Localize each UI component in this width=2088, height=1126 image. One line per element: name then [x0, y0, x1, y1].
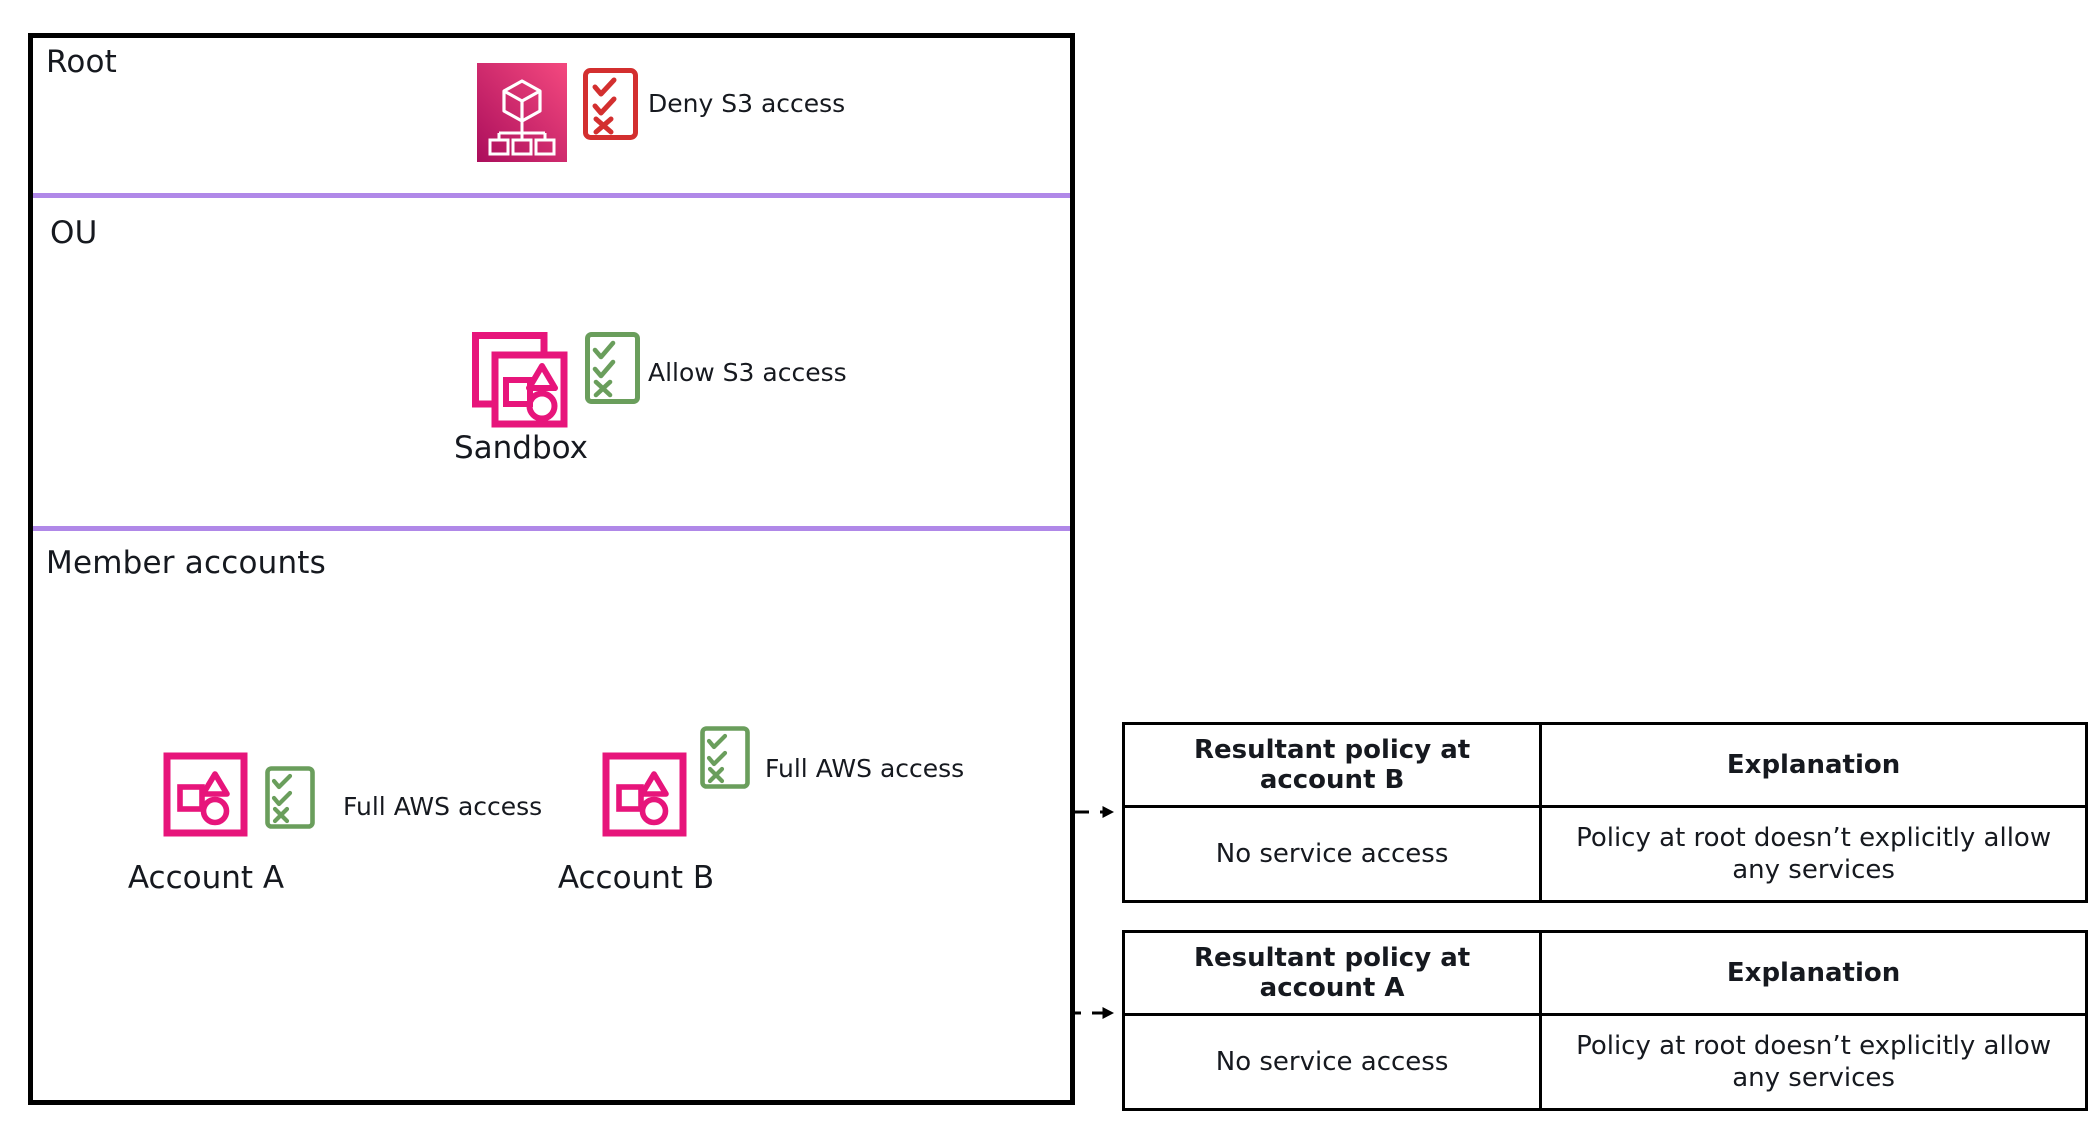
policy-allow-icon-ou[interactable]: [585, 332, 640, 404]
cell-explanation: Policy at root doesn’t explicitly allow …: [1539, 805, 2088, 903]
account-icon-a[interactable]: [163, 752, 248, 837]
cell-resultant-policy: No service access: [1121, 805, 1543, 903]
table-header-row: Resultant policy at account A Explanatio…: [1121, 930, 2088, 1016]
organization-frame: [28, 33, 1075, 1105]
policy-allow-icon-account-a[interactable]: [265, 766, 315, 829]
result-table-account-a: Resultant policy at account A Explanatio…: [1121, 930, 2088, 1111]
table-row: No service access Policy at root doesn’t…: [1121, 805, 2088, 903]
policy-label-account-a: Full AWS access: [343, 792, 543, 821]
tier-label-member-accounts: Member accounts: [46, 545, 327, 581]
aws-organizations-icon[interactable]: [477, 63, 567, 162]
table-header-row: Resultant policy at account B Explanatio…: [1121, 722, 2088, 808]
column-header-resultant-policy: Resultant policy at account B: [1121, 722, 1543, 808]
node-label-account-a: Account A: [127, 860, 285, 896]
column-header-resultant-policy: Resultant policy at account A: [1121, 930, 1543, 1016]
table-row: No service access Policy at root doesn’t…: [1121, 1013, 2088, 1111]
policy-label-sandbox: Allow S3 access: [648, 358, 847, 387]
tier-label-root: Root: [46, 44, 118, 80]
policy-label-root: Deny S3 access: [648, 89, 846, 118]
result-table-account-b: Resultant policy at account B Explanatio…: [1121, 722, 2088, 903]
policy-label-account-b: Full AWS access: [765, 754, 965, 783]
tier-divider-ou-member: [33, 526, 1070, 531]
column-header-explanation: Explanation: [1539, 722, 2088, 808]
tier-label-ou: OU: [50, 215, 98, 251]
policy-deny-icon[interactable]: [583, 68, 638, 140]
organizational-unit-icon[interactable]: [470, 330, 570, 429]
node-label-sandbox: Sandbox: [453, 430, 589, 466]
node-label-account-b: Account B: [557, 860, 715, 896]
cell-explanation: Policy at root doesn’t explicitly allow …: [1539, 1013, 2088, 1111]
policy-allow-icon-account-b[interactable]: [700, 726, 750, 789]
account-icon-b[interactable]: [602, 752, 687, 837]
column-header-explanation: Explanation: [1539, 930, 2088, 1016]
tier-divider-root-ou: [33, 193, 1070, 198]
cell-resultant-policy: No service access: [1121, 1013, 1543, 1111]
